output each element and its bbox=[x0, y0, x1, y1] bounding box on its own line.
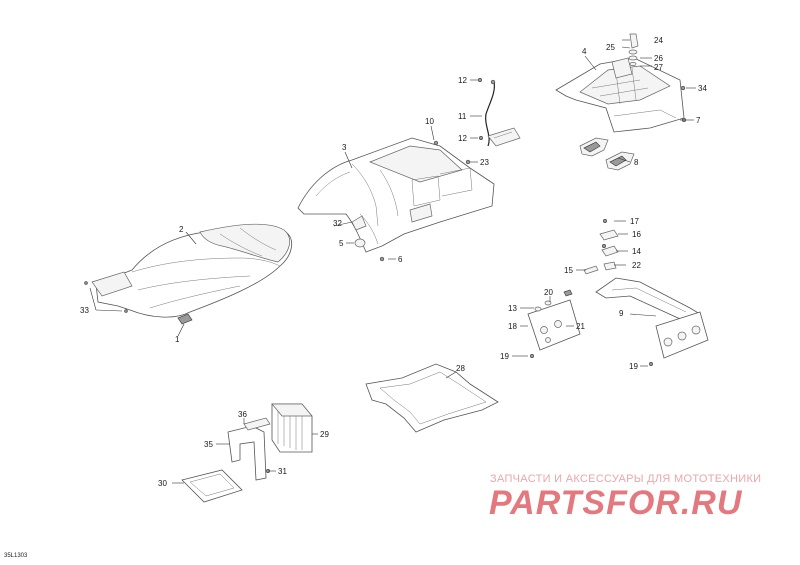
seat-part bbox=[91, 223, 293, 325]
plate-holder-part bbox=[527, 289, 581, 351]
callout-16: 16 bbox=[632, 230, 641, 239]
callout-26: 26 bbox=[654, 54, 663, 63]
callout-28: 28 bbox=[456, 364, 465, 373]
callout-27: 27 bbox=[654, 63, 663, 72]
callout-4: 4 bbox=[582, 47, 587, 56]
callout-34: 34 bbox=[698, 84, 707, 93]
callout-17: 17 bbox=[630, 217, 639, 226]
callout-30: 30 bbox=[158, 479, 167, 488]
mat-part bbox=[365, 363, 499, 433]
callout-20: 20 bbox=[544, 288, 553, 297]
callout-14: 14 bbox=[632, 247, 641, 256]
callout-12-mid: 12 bbox=[458, 134, 467, 143]
callout-13: 13 bbox=[508, 304, 517, 313]
tray-part bbox=[181, 469, 243, 503]
watermark-subtitle: ЗАПЧАСТИ И АКСЕССУАРЫ ДЛЯ МОТОТЕХНИКИ bbox=[490, 473, 762, 485]
holder-clip-part bbox=[227, 417, 271, 481]
callout-23: 23 bbox=[480, 158, 489, 167]
callout-10: 10 bbox=[425, 117, 434, 126]
nut-parts bbox=[351, 215, 367, 248]
rear-rack-part bbox=[555, 57, 685, 133]
plate-bracket-part bbox=[595, 277, 709, 359]
callout-1: 1 bbox=[175, 335, 180, 344]
callout-12-top: 12 bbox=[458, 76, 467, 85]
small-right-parts bbox=[583, 229, 619, 275]
callout-31: 31 bbox=[278, 467, 287, 476]
callout-19-right: 19 bbox=[629, 362, 638, 371]
callout-19-left: 19 bbox=[500, 352, 509, 361]
callout-9: 9 bbox=[619, 309, 624, 318]
callout-2: 2 bbox=[179, 225, 184, 234]
callout-15: 15 bbox=[564, 266, 573, 275]
watermark-logo: PARTSFOR.RU bbox=[489, 484, 743, 522]
callout-22: 22 bbox=[632, 261, 641, 270]
callout-7: 7 bbox=[696, 116, 701, 125]
storage-box-part bbox=[271, 403, 313, 453]
callout-24: 24 bbox=[654, 36, 663, 45]
callout-25: 25 bbox=[606, 43, 615, 52]
callout-8: 8 bbox=[634, 158, 639, 167]
fasteners bbox=[84, 78, 687, 473]
callout-labels: 1 2 3 4 5 6 7 8 9 10 11 12 12 13 14 15 1… bbox=[80, 36, 707, 488]
callout-11: 11 bbox=[458, 112, 467, 121]
callout-6: 6 bbox=[398, 255, 403, 264]
rear-cover-part bbox=[297, 137, 495, 253]
callout-5: 5 bbox=[339, 239, 344, 248]
bracket-parts bbox=[579, 137, 635, 171]
callout-32: 32 bbox=[333, 219, 342, 228]
leader-lines bbox=[89, 39, 696, 484]
callout-35: 35 bbox=[204, 440, 213, 449]
diagram-code: 35L1303 bbox=[4, 553, 28, 559]
callout-36: 36 bbox=[238, 410, 247, 419]
hardware-stack bbox=[628, 33, 639, 66]
callout-18: 18 bbox=[508, 322, 517, 331]
callout-33: 33 bbox=[80, 306, 89, 315]
callout-3: 3 bbox=[342, 143, 347, 152]
cable-part bbox=[485, 79, 521, 147]
callout-21: 21 bbox=[576, 322, 585, 331]
callout-29: 29 bbox=[320, 430, 329, 439]
